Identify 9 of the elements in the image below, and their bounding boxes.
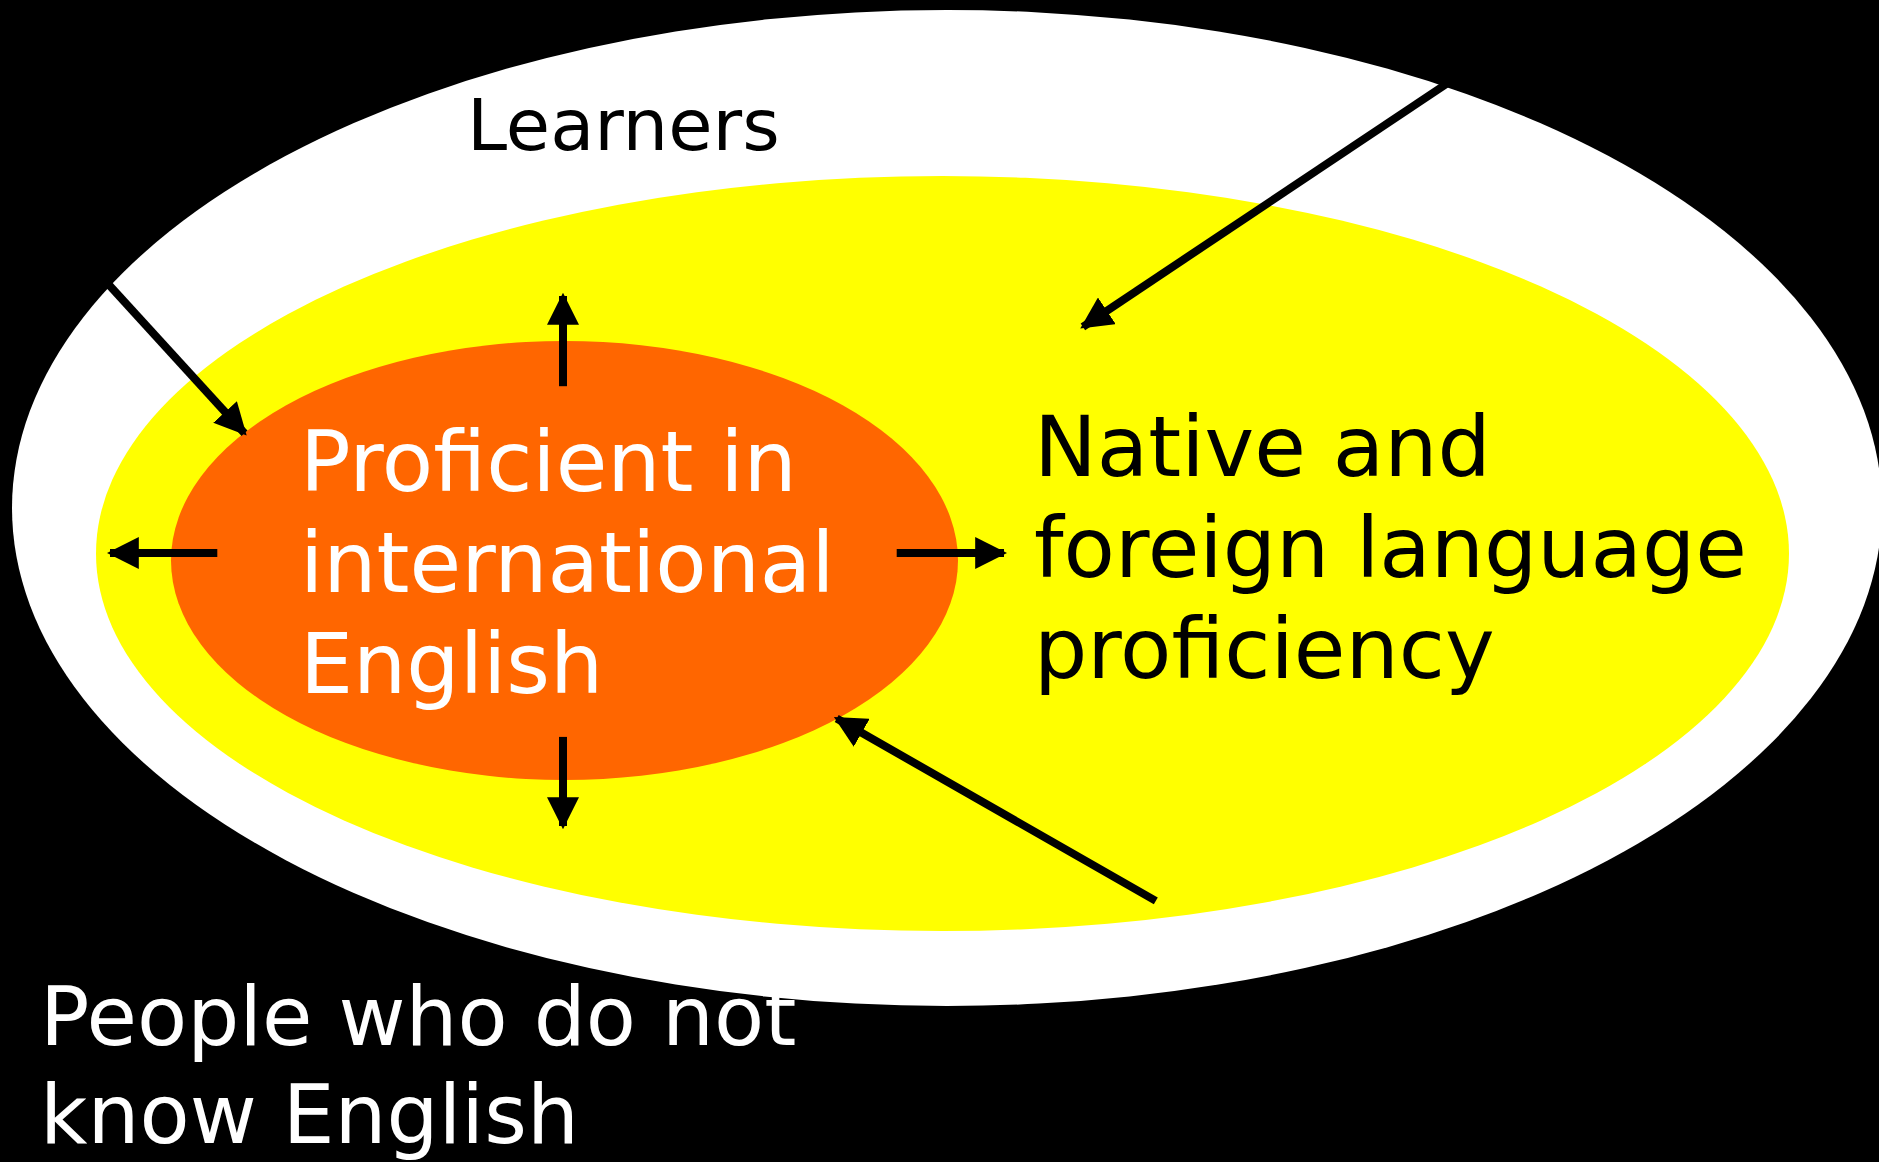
arrow	[896, 537, 1008, 569]
region-label: Proficient in international English	[300, 412, 836, 715]
arrow	[547, 292, 579, 387]
arrow	[106, 537, 218, 569]
region-label: Learners	[467, 82, 781, 169]
arrow	[547, 736, 579, 830]
arrow	[833, 715, 1158, 905]
caption-text: People who do not know English	[40, 968, 798, 1162]
region-label: Native and foreign language proficiency	[1034, 397, 1748, 700]
